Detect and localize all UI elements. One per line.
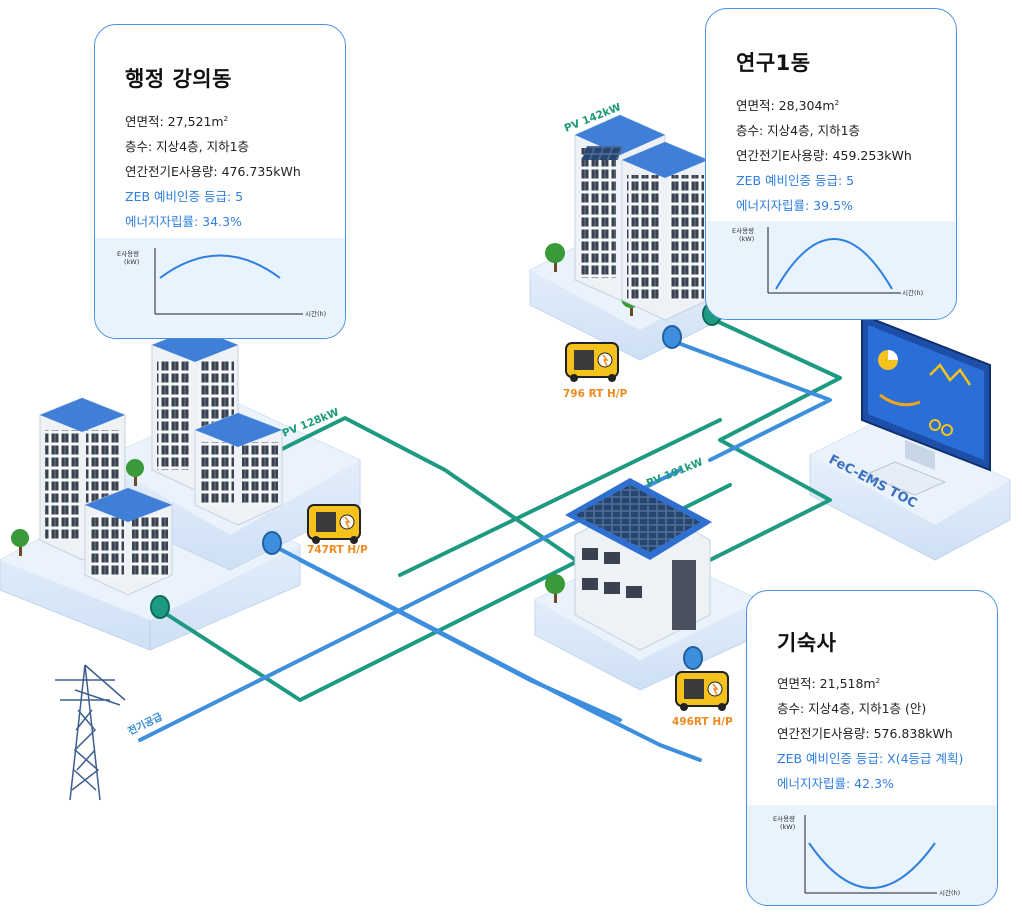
graph-ylabel: E사용량 bbox=[117, 249, 139, 258]
zeb-grade-text: ZEB 예비인증 등급: 5 bbox=[125, 189, 244, 205]
graph-yunit: (kW) bbox=[739, 235, 754, 243]
self-sufficiency-text: 에너지자립률: 34.3% bbox=[125, 214, 242, 230]
research-building bbox=[574, 114, 709, 321]
self-sufficiency-text: 에너지자립률: 39.5% bbox=[736, 198, 853, 214]
floors-text: 층수: 지상4층, 지하1층 (안) bbox=[777, 701, 927, 717]
zeb-grade-text: ZEB 예비인증 등급: X(4등급 계획) bbox=[777, 751, 964, 767]
hp-label-dorm: 496RT H/P bbox=[672, 716, 733, 728]
usage-graph: E사용량 (kW) 시간(h) bbox=[706, 221, 956, 319]
hp-label-research: 796 RT H/P bbox=[563, 388, 628, 400]
area-text: 연면적: 28,304m2 bbox=[736, 98, 840, 114]
card-title: 기숙사 bbox=[777, 631, 837, 655]
graph-yunit: (kW) bbox=[124, 258, 139, 266]
transmission-tower-icon bbox=[55, 664, 126, 801]
usage-graph: E사용량 (kW) 시간(h) bbox=[95, 238, 345, 338]
graph-xlabel: 시간(h) bbox=[902, 288, 923, 297]
toc-monitor bbox=[861, 313, 991, 496]
heat-pump-dorm bbox=[675, 671, 729, 711]
card-title: 행정 강의동 bbox=[125, 67, 232, 91]
usage-text: 연간전기E사용량: 576.838kWh bbox=[777, 726, 953, 742]
usage-curve bbox=[159, 254, 281, 279]
info-card-dorm: 기숙사 연면적: 21,518m2 층수: 지상4층, 지하1층 (안) 연간전… bbox=[746, 590, 998, 906]
self-sufficiency-text: 에너지자립률: 42.3% bbox=[777, 776, 894, 792]
floors-text: 층수: 지상4층, 지하1층 bbox=[125, 139, 250, 155]
card-title: 연구1동 bbox=[736, 51, 811, 75]
info-card-research: 연구1동 연면적: 28,304m2 층수: 지상4층, 지하1층 연간전기E사… bbox=[705, 8, 957, 320]
hp-label-admin: 747RT H/P bbox=[307, 544, 368, 556]
heat-pump-admin bbox=[307, 504, 361, 544]
graph-ylabel: E사용량 bbox=[732, 226, 754, 235]
usage-curve bbox=[808, 842, 936, 889]
area-text: 연면적: 21,518m2 bbox=[777, 676, 881, 692]
zeb-grade-text: ZEB 예비인증 등급: 5 bbox=[736, 173, 855, 189]
usage-text: 연간전기E사용량: 476.735kWh bbox=[125, 164, 301, 180]
graph-xlabel: 시간(h) bbox=[939, 888, 960, 897]
admin-building-left bbox=[39, 397, 173, 596]
graph-yunit: (kW) bbox=[780, 823, 795, 831]
heat-pump-research bbox=[565, 342, 619, 382]
grid-supply-label: 전기공급 bbox=[126, 710, 165, 738]
dorm-building bbox=[565, 478, 712, 651]
usage-text: 연간전기E사용량: 459.253kWh bbox=[736, 148, 912, 164]
info-card-admin: 행정 강의동 연면적: 27,521m2 층수: 지상4층, 지하1층 연간전기… bbox=[94, 24, 346, 339]
area-text: 연면적: 27,521m2 bbox=[125, 114, 229, 130]
floors-text: 층수: 지상4층, 지하1층 bbox=[736, 123, 861, 139]
graph-xlabel: 시간(h) bbox=[305, 309, 326, 318]
pv-label-dorm: PV 191kW bbox=[645, 456, 705, 490]
usage-curve bbox=[775, 238, 893, 290]
graph-ylabel: E사용량 bbox=[773, 814, 795, 823]
usage-graph: E사용량 (kW) 시간(h) bbox=[747, 805, 997, 905]
